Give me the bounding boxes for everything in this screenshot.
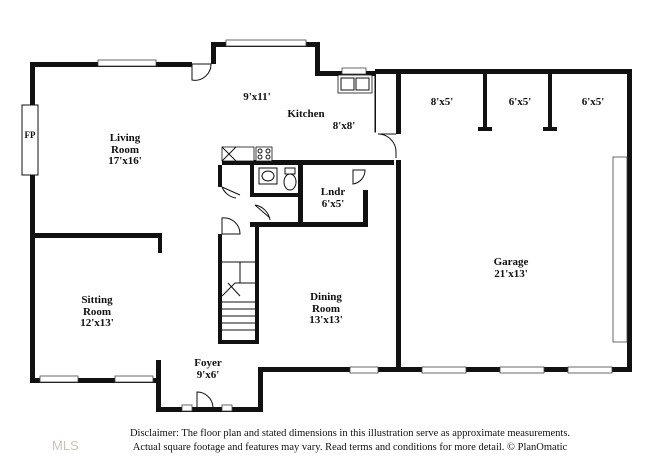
kitchen-fixtures <box>221 67 373 162</box>
kitchen-nook-dim: 9'x11' <box>243 91 271 103</box>
storage-3-dim: 6'x5' <box>582 96 605 108</box>
sitting-room-name-2: Room <box>83 306 111 318</box>
foyer-name: Foyer <box>194 357 222 369</box>
dining-room-name-2: Room <box>312 303 340 315</box>
room-labels: FP Living Room 17'x16' Kitchen 8'x8' 9'x… <box>25 91 605 381</box>
storage-2-dim: 6'x5' <box>509 96 532 108</box>
laundry-dim: 6'x5' <box>322 198 345 210</box>
kitchen-name: Kitchen <box>287 108 324 120</box>
sitting-room-dim: 12'x13' <box>80 317 114 329</box>
garage-name: Garage <box>494 256 529 268</box>
windows <box>39 39 628 412</box>
garage-dim: 21'x13' <box>494 268 528 280</box>
dining-room-dim: 13'x13' <box>309 314 343 326</box>
disclaimer-line-2: Actual square footage and features may v… <box>132 442 568 453</box>
living-room-name-2: Room <box>111 144 139 156</box>
living-room-name-1: Living <box>110 132 141 144</box>
disclaimer-line-1: Disclaimer: The floor plan and stated di… <box>129 428 571 439</box>
living-room-dim: 17'x16' <box>108 155 142 167</box>
staircase <box>221 261 255 331</box>
fireplace-label: FP <box>25 130 36 140</box>
interior-walls <box>21 73 557 372</box>
laundry-name: Lndr <box>321 186 346 198</box>
mls-logo: MLS <box>52 438 79 453</box>
doors <box>191 63 397 410</box>
dining-room-name-1: Dining <box>310 291 342 303</box>
disclaimer: Disclaimer: The floor plan and stated di… <box>70 427 630 455</box>
sitting-room-name-1: Sitting <box>81 294 113 306</box>
kitchen-dim: 8'x8' <box>333 120 356 132</box>
storage-1-dim: 8'x5' <box>431 96 454 108</box>
bathroom-fixtures <box>258 167 297 191</box>
foyer-dim: 9'x6' <box>197 369 220 381</box>
